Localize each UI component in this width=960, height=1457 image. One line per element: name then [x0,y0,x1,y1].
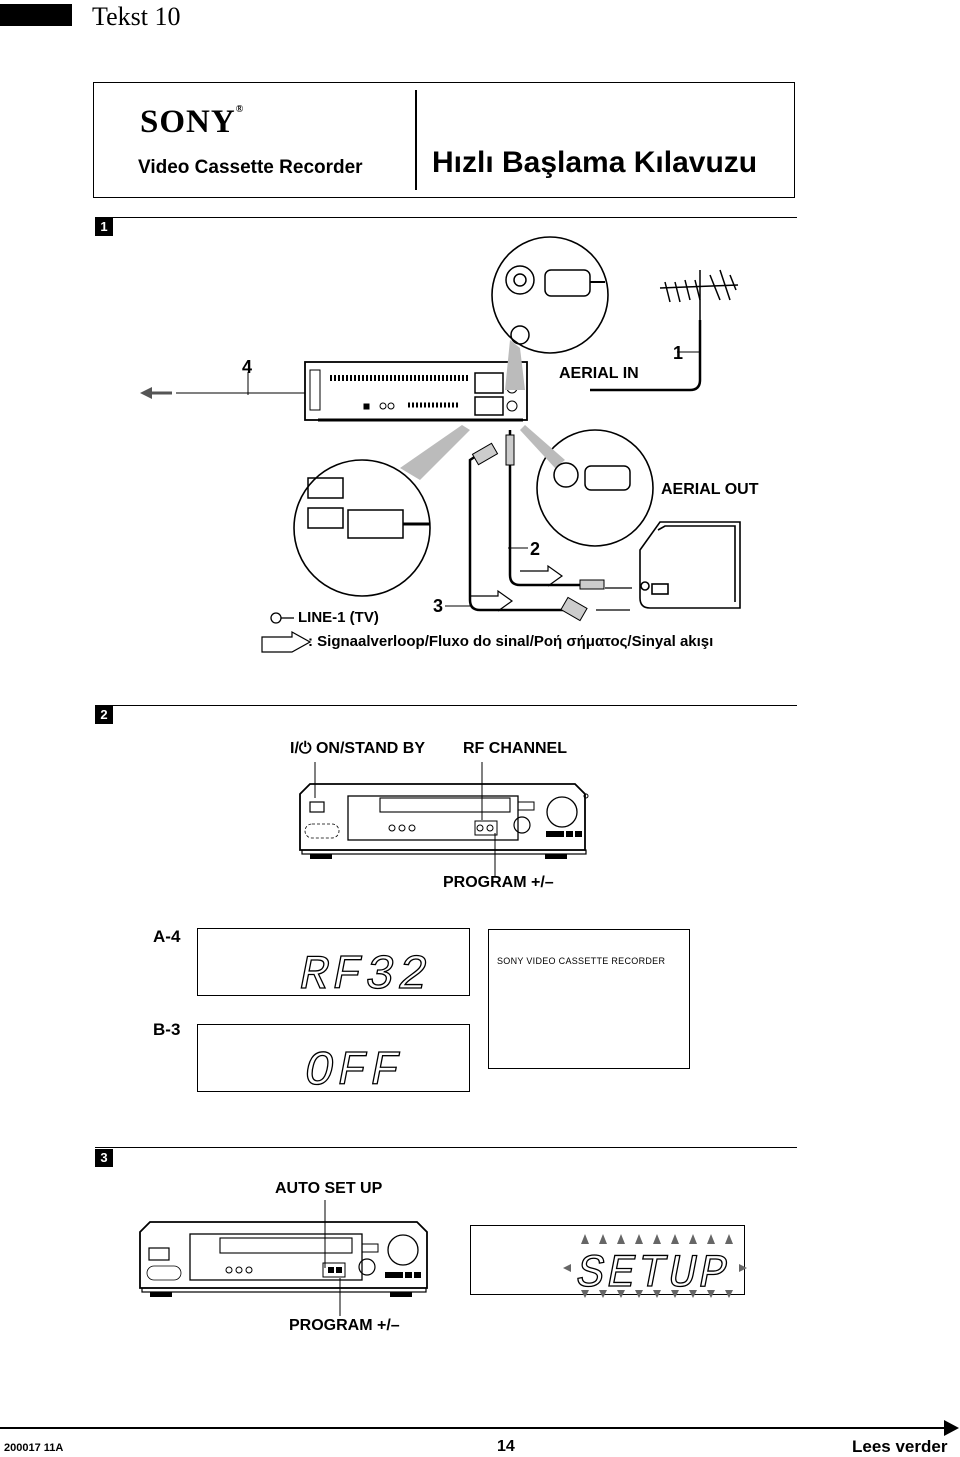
signal-flow-legend: : Signaalverloop/Fluxo do sinal/Ροή σήμα… [308,633,714,650]
section-1-rule [95,217,797,219]
scart-inset [293,425,470,597]
callout-3: 3 [433,596,444,616]
section-2-number: 2 [95,706,113,724]
a4-display [197,928,470,996]
setup-segment-text: SETUP [563,1234,747,1301]
aerial-in-label: AERIAL IN [559,365,639,382]
rf-channel-label: RF CHANNEL [463,740,567,757]
registered-mark: ® [235,104,245,115]
document-label: Tekst 10 [92,2,181,31]
a4-label: A-4 [153,927,181,946]
power-button-icon [309,801,325,813]
legend-arrow-icon [261,630,312,653]
page-number: 14 [497,1438,515,1455]
tv-icon [639,521,741,609]
title-divider [415,90,417,190]
section-3-number: 3 [95,1149,113,1167]
b3-label: B-3 [153,1020,181,1039]
antenna-icon [590,269,739,392]
aerial-out-label: AERIAL OUT [661,481,759,498]
aerial-out-inset [520,425,654,547]
signal-flow-arrows [470,564,632,612]
auto-setup-label: AUTO SET UP [275,1180,383,1197]
setup-segment-value: SETUP [577,1248,730,1300]
connection-diagram [140,236,741,653]
callout-1: 1 [673,343,684,363]
brand-name: SONY [140,104,236,140]
vcr-rear-panel [304,361,528,422]
section-2-rule [95,705,797,707]
b3-display [197,1024,470,1092]
brand-logo: SONY® [140,104,244,141]
section-1-number: 1 [95,218,113,236]
continue-arrow-icon [944,1420,959,1436]
continue-label: Lees verder [852,1437,948,1456]
vcr-front-panel-3 [139,1200,428,1316]
b3-segment-value: OFF [305,1045,403,1089]
program-label-3: PROGRAM +/– [289,1317,400,1334]
vcr-front-panel [299,762,589,876]
footer-code: 200017 11A [4,1442,64,1454]
guide-title: Hızlı Başlama Kılavuzu [432,146,758,179]
cables [468,430,580,612]
tv-screen [488,929,690,1069]
scart-plug-icon [471,442,588,622]
callout-2: 2 [530,539,541,559]
callout-4: 4 [242,357,253,377]
setup-display [470,1225,745,1295]
line-in-icon [270,612,294,624]
program-label-2: PROGRAM +/– [443,874,554,891]
title-box [93,82,795,198]
blink-indicator-icon [563,1234,747,1298]
tv-screen-text: SONY VIDEO CASSETTE RECORDER [497,956,666,966]
section-3-rule [95,1147,797,1149]
b3-segment-text: OFF [305,1044,403,1089]
a4-segment-text: RF32 [300,948,431,993]
product-name: Video Cassette Recorder [138,157,363,178]
power-button-label: I/⏻ ON/STAND BY [290,740,426,757]
header-black-bar [0,4,72,26]
aerial-in-inset [491,236,609,390]
footer-rule [0,1427,945,1429]
line-1-label: LINE-1 (TV) [298,609,379,626]
left-arrow-icon [140,387,305,399]
a4-segment-value: RF32 [300,949,431,993]
rf-plug-icon [505,434,605,590]
